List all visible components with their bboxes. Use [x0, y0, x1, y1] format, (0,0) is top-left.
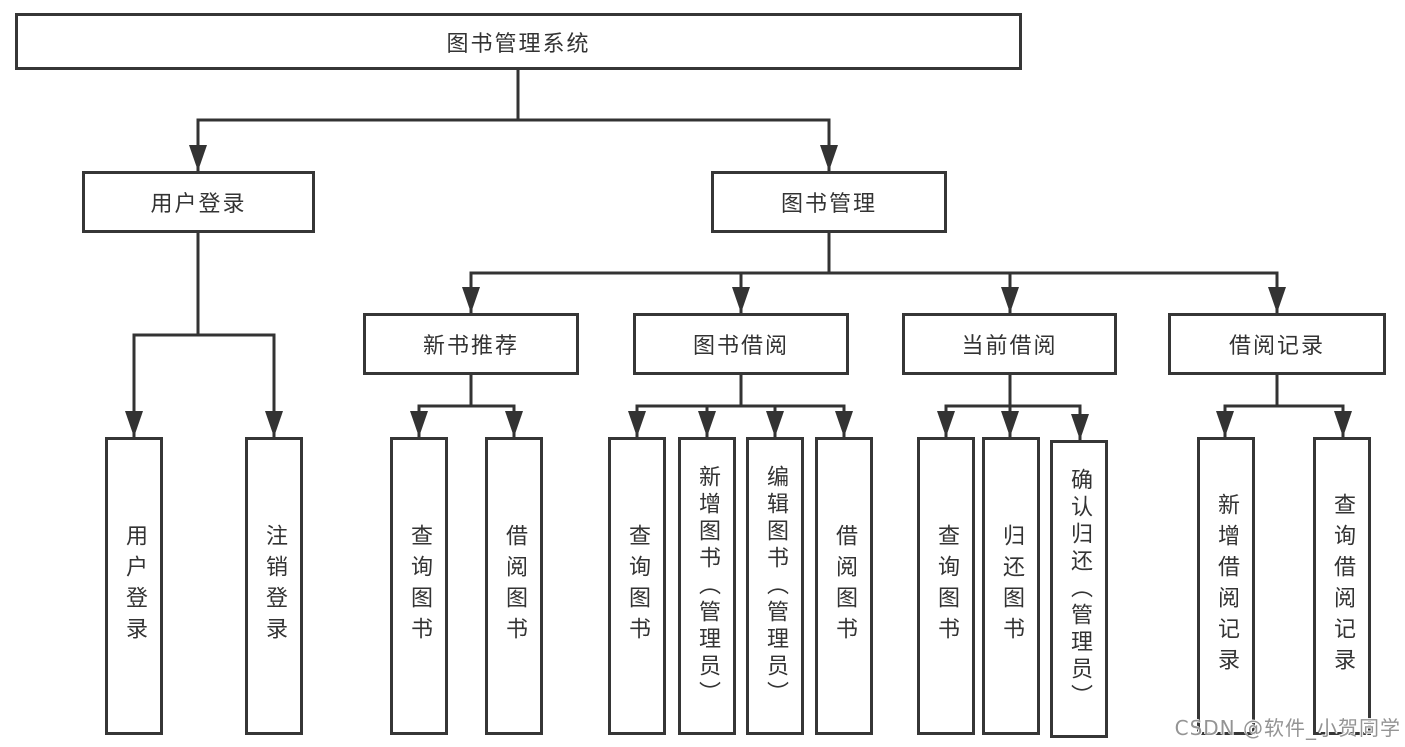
node-current-borrow-label: 当前借阅	[961, 334, 1058, 359]
leaf-records-query-record-label: 查询借阅记录	[1330, 493, 1355, 679]
leaf-current-return-books-label: 归还图书	[999, 524, 1024, 648]
leaf-current-return-books: 归还图书	[982, 437, 1040, 735]
leaf-recommend-query-books: 查询图书	[390, 437, 448, 735]
leaf-borrow-add-books-admin-label: 新增图书（管理员）	[695, 464, 720, 708]
leaf-borrow-query-books-label: 查询图书	[625, 524, 650, 648]
connector-borrow-trunk	[635, 373, 846, 408]
leaf-borrow-add-books-admin: 新增图书（管理员）	[678, 437, 736, 735]
leaf-user-login-label: 用户登录	[122, 524, 147, 648]
leaf-borrow-edit-books-admin: 编辑图书（管理员）	[746, 437, 804, 735]
node-book-management-label: 图书管理	[780, 192, 877, 217]
connector-book-management-trunk	[469, 231, 1279, 275]
leaf-borrow-query-books: 查询图书	[608, 437, 666, 735]
leaf-borrow-borrow-books: 借阅图书	[815, 437, 873, 735]
leaf-recommend-borrow-books: 借阅图书	[485, 437, 543, 735]
connector-user-login-trunk	[132, 231, 276, 337]
node-new-book-recommend-label: 新书推荐	[422, 334, 519, 359]
leaf-current-query-books-label: 查询图书	[934, 524, 959, 648]
node-root-system: 图书管理系统	[15, 13, 1022, 70]
leaf-logout-label: 注销登录	[262, 524, 287, 648]
node-book-management: 图书管理	[711, 171, 947, 233]
leaf-user-login: 用户登录	[105, 437, 163, 735]
connector-current-trunk	[944, 373, 1082, 408]
leaf-borrow-borrow-books-label: 借阅图书	[832, 524, 857, 648]
node-book-borrow: 图书借阅	[633, 313, 849, 375]
node-user-login-label: 用户登录	[150, 192, 247, 217]
leaf-borrow-edit-books-admin-label: 编辑图书（管理员）	[763, 464, 788, 708]
leaf-records-query-record: 查询借阅记录	[1313, 437, 1371, 735]
leaf-logout: 注销登录	[245, 437, 303, 735]
leaf-records-add-record-label: 新增借阅记录	[1214, 493, 1239, 679]
connector-root-trunk	[196, 68, 831, 122]
leaf-current-query-books: 查询图书	[917, 437, 975, 735]
node-root-label: 图书管理系统	[446, 31, 591, 57]
node-user-login: 用户登录	[82, 171, 315, 233]
node-new-book-recommend: 新书推荐	[363, 313, 579, 375]
connector-recommend-trunk	[417, 373, 516, 408]
leaf-current-confirm-return-admin: 确认归还（管理员）	[1050, 440, 1108, 738]
node-current-borrow: 当前借阅	[902, 313, 1117, 375]
node-book-borrow-label: 图书借阅	[692, 334, 789, 359]
leaf-recommend-borrow-books-label: 借阅图书	[502, 524, 527, 648]
node-borrow-records: 借阅记录	[1168, 313, 1386, 375]
leaf-recommend-query-books-label: 查询图书	[407, 524, 432, 648]
leaf-current-confirm-return-admin-label: 确认归还（管理员）	[1067, 467, 1092, 711]
leaf-records-add-record: 新增借阅记录	[1197, 437, 1255, 735]
csdn-watermark: CSDN @软件_小贺同学	[1174, 716, 1401, 740]
connector-records-trunk	[1223, 373, 1345, 408]
node-borrow-records-label: 借阅记录	[1228, 334, 1325, 359]
